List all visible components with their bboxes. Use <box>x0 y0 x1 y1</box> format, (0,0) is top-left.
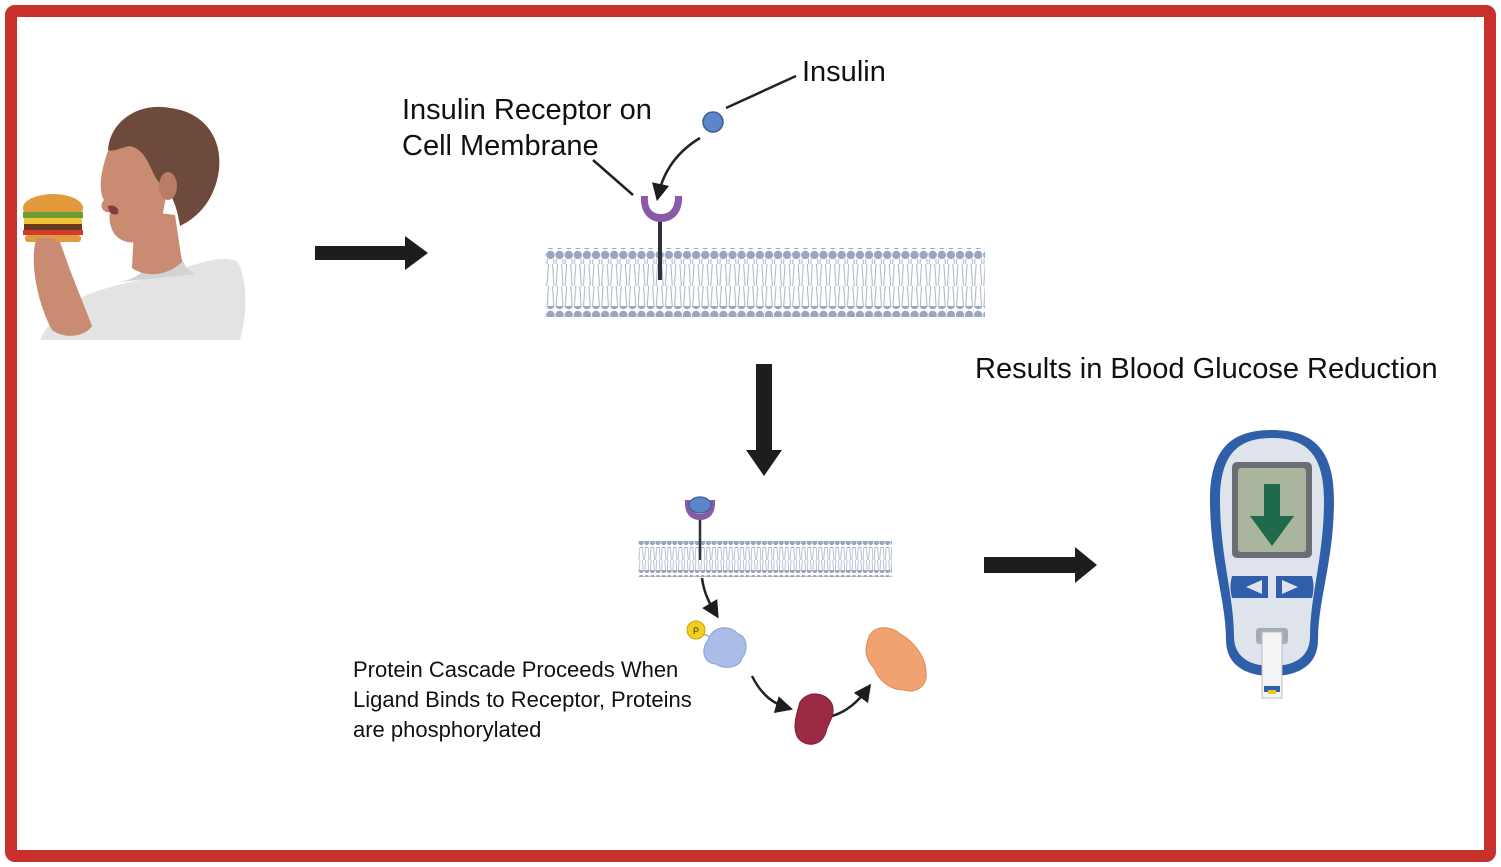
cascade-arrow-2 <box>750 675 794 714</box>
receptor-label: Insulin Receptor on Cell Membrane <box>402 92 652 164</box>
insulin-pointer-line <box>725 74 797 110</box>
cascade-label-line-2: Ligand Binds to Receptor, Proteins <box>353 687 692 712</box>
down-arrow-icon <box>1250 484 1294 546</box>
protein-blue <box>703 627 747 668</box>
cascade-arrow-3 <box>831 683 872 718</box>
receptor-label-line-1: Insulin Receptor on <box>402 94 652 126</box>
bound-receptor <box>684 496 716 560</box>
receptor-pointer-line <box>592 159 634 196</box>
arrow-eating-to-receptor <box>315 236 428 270</box>
arrow-receptor-to-cascade <box>746 364 782 476</box>
cascade-label: Protein Cascade Proceeds When Ligand Bin… <box>353 655 692 745</box>
insulin-molecule <box>702 111 724 133</box>
insulin-label: Insulin <box>802 56 886 88</box>
insulin-binding-arrow <box>652 136 701 202</box>
cascade-arrow-1 <box>700 577 719 619</box>
diagram-border <box>5 5 1496 862</box>
protein-red <box>794 693 834 745</box>
insulin-receptor <box>640 196 683 280</box>
cell-membrane-small <box>638 541 892 577</box>
cascade-label-line-3: are phosphorylated <box>353 717 542 742</box>
phosphate-badge: P <box>686 620 713 640</box>
results-label: Results in Blood Glucose Reduction <box>975 353 1438 385</box>
cascade-label-line-1: Protein Cascade Proceeds When <box>353 657 679 682</box>
receptor-label-line-2: Cell Membrane <box>402 130 599 162</box>
phosphate-label: P <box>693 626 699 636</box>
glucose-meter-icon <box>1210 430 1334 699</box>
arrow-cascade-to-result <box>984 547 1097 583</box>
cell-membrane-large <box>545 248 985 317</box>
person-eating-burger-icon <box>23 106 246 340</box>
protein-orange <box>865 627 927 692</box>
